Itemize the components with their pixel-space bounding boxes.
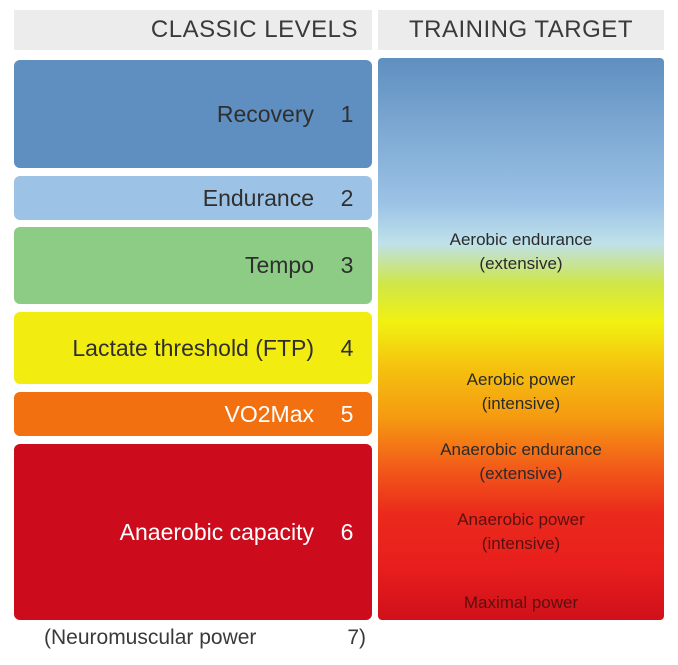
target-line2: (intensive) (481, 394, 561, 413)
target-line1: Aerobic power (466, 370, 576, 389)
level-name: Tempo (244, 252, 314, 278)
level-number: 4 (340, 334, 354, 361)
level-recovery: Recovery 1 (14, 60, 372, 168)
neuromuscular-power-note: (Neuromuscular power 7) (44, 626, 366, 650)
target-line1: Anaerobic power (457, 510, 585, 529)
target-line1: Maximal power (463, 593, 579, 612)
level-name: Anaerobic capacity (119, 518, 314, 545)
footnote-number: 7) (347, 626, 366, 649)
target-aerobic-power: Aerobic power (intensive) (378, 368, 664, 416)
footnote-name: (Neuromuscular power (44, 626, 257, 649)
target-line2: (extensive) (479, 254, 563, 273)
target-line1: Anaerobic endurance (440, 440, 602, 459)
level-lactate-threshold: Lactate threshold (FTP) 4 (14, 312, 372, 384)
level-name: Lactate threshold (FTP) (72, 334, 314, 361)
level-endurance: Endurance 2 (14, 176, 372, 220)
target-aerobic-endurance: Aerobic endurance (extensive) (378, 228, 664, 276)
level-name: Recovery (216, 100, 314, 127)
level-name: VO2Max (224, 400, 314, 427)
target-maximal-power: Maximal power (378, 591, 664, 615)
training-target-header: TRAINING TARGET (378, 10, 664, 50)
level-vo2max: VO2Max 5 (14, 392, 372, 436)
level-tempo: Tempo 3 (14, 227, 372, 304)
level-name: Endurance (202, 184, 314, 211)
level-number: 6 (340, 518, 354, 545)
level-number: 3 (340, 252, 354, 278)
target-line1: Aerobic endurance (449, 230, 593, 249)
target-line2: (intensive) (481, 534, 561, 553)
target-line2: (extensive) (479, 464, 563, 483)
level-number: 5 (340, 400, 354, 427)
training-target-title: TRAINING TARGET (409, 16, 633, 43)
level-anaerobic-capacity: Anaerobic capacity 6 (14, 444, 372, 620)
classic-levels-header: CLASSIC LEVELS (14, 10, 372, 50)
target-anaerobic-endurance: Anaerobic endurance (extensive) (378, 438, 664, 486)
training-target-gradient (378, 58, 664, 620)
level-number: 2 (340, 184, 354, 211)
level-number: 1 (340, 100, 354, 127)
target-anaerobic-power: Anaerobic power (intensive) (378, 508, 664, 556)
classic-levels-title: CLASSIC LEVELS (150, 16, 358, 43)
